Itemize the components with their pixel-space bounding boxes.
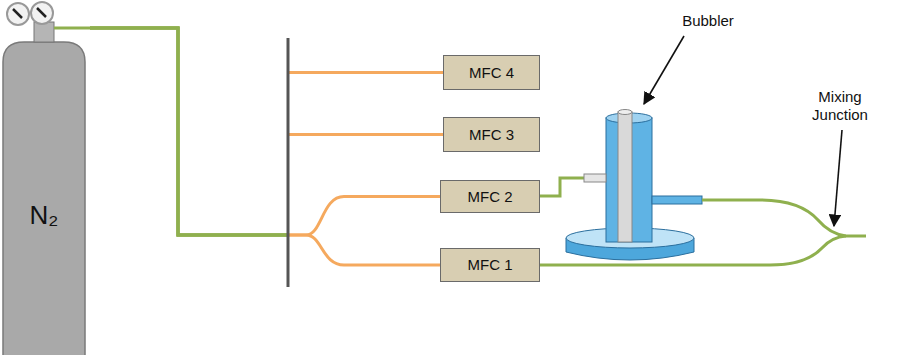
mfc-label: MFC 2 [468,188,513,206]
gas-label: N₂ [0,200,88,230]
mfc-box: MFC 3 [443,117,540,152]
callout-label: Mixing Junction [800,88,880,124]
callout-label: Bubbler [668,12,748,30]
manifold-bar [287,38,290,287]
mfc-box: MFC 4 [443,55,540,90]
gas-connector [90,28,443,235]
gas-line [702,200,866,236]
mfc-label: MFC 1 [468,256,513,274]
gas-line [540,236,846,265]
mfc-box: MFC 2 [440,180,540,213]
gas-connector [90,28,440,265]
gas-cylinder: N₂ [0,0,90,355]
leader-arrow [834,130,842,226]
mfc-box: MFC 1 [440,248,540,282]
mfc-label: MFC 4 [469,64,514,82]
bubbler-illustration [566,110,702,261]
leader-arrow [644,36,684,104]
gas-connector [90,28,440,235]
gas-line [540,178,584,196]
gas-cylinder [0,0,90,355]
gas-connector [90,28,443,235]
mfc-label: MFC 3 [469,126,514,144]
